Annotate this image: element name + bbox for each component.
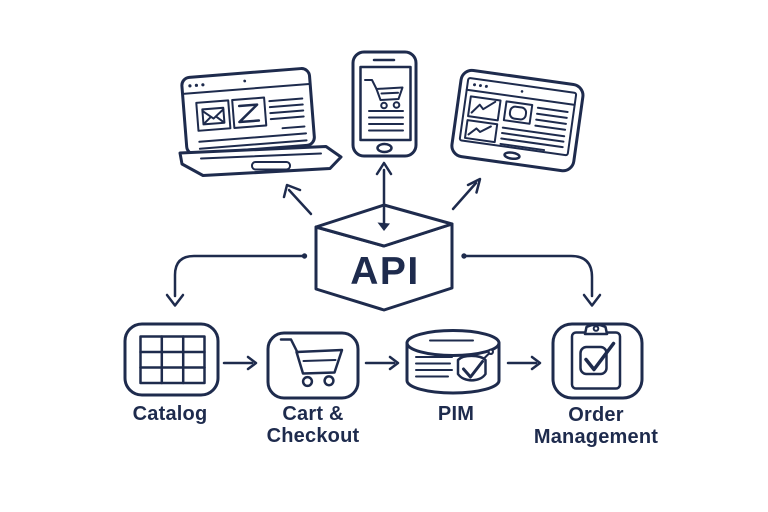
pim-label: PIM (438, 403, 474, 425)
tablet-screen (458, 77, 578, 157)
browser-dot-icon (520, 90, 524, 93)
connector-api-to-order-management (461, 253, 602, 307)
table-grid-icon (139, 335, 206, 385)
checkbox (579, 345, 608, 376)
chart-card (467, 95, 502, 122)
arrow-api-to-tablet (451, 177, 482, 211)
text-lines (198, 97, 308, 157)
line-chart-icon (470, 100, 497, 114)
browser-toolbar (183, 82, 311, 95)
api-label: API (350, 250, 420, 293)
content-card (502, 100, 534, 125)
shopping-cart-icon (364, 79, 404, 110)
cart-wheel (323, 375, 335, 387)
content-card (231, 96, 268, 129)
text-lines (368, 110, 404, 132)
browser-dot-icon (188, 84, 192, 88)
laptop-screen (180, 67, 316, 157)
browser-dot-icon (201, 83, 205, 87)
text-lines (415, 356, 453, 378)
browser-dot-icon (484, 84, 488, 88)
pim-icon (405, 329, 501, 395)
browser-dot-icon (243, 79, 247, 83)
catalog-icon (123, 322, 220, 397)
cart-checkout-icon (266, 331, 360, 400)
api-box-icon: API (314, 161, 454, 312)
browser-dot-icon (194, 83, 199, 87)
touchpad (251, 161, 291, 171)
line-chart-icon (467, 125, 492, 136)
catalog-label: Catalog (133, 403, 208, 425)
phone-screen (359, 65, 412, 142)
clipboard-check-icon (570, 323, 622, 390)
home-button (503, 151, 521, 161)
connector-api-to-catalog (165, 253, 308, 307)
browser-dot-icon (472, 83, 476, 87)
browser-toolbar (465, 88, 576, 106)
text-lines (499, 126, 566, 152)
laptop-icon (178, 67, 343, 177)
envelope-icon (201, 106, 226, 126)
cart-wheel (301, 375, 314, 388)
arrow-api-to-laptop (282, 183, 313, 216)
zigzag-icon (237, 103, 261, 124)
shopping-cart-icon (279, 338, 344, 388)
arrow-cart-to-pim (364, 355, 400, 371)
order-management-icon (551, 322, 644, 400)
home-button (376, 142, 393, 154)
chart-card (463, 119, 499, 144)
browser-dot-icon (478, 84, 482, 88)
checkmark-icon (584, 341, 616, 372)
arrow-pim-to-order (506, 355, 542, 371)
shield-check-icon (456, 348, 494, 382)
text-lines (534, 106, 569, 131)
arrow-catalog-to-cart (222, 355, 258, 371)
content-card (195, 99, 232, 132)
laptop-base (178, 145, 343, 177)
connector-dot (301, 253, 308, 259)
tablet-icon (450, 68, 585, 173)
arrow-base-marker (377, 222, 390, 231)
cart-checkout-label: Cart &Checkout (267, 403, 360, 447)
arrow-api-to-phone (375, 161, 393, 231)
blob-icon (508, 105, 528, 121)
smartphone-icon (351, 50, 418, 158)
